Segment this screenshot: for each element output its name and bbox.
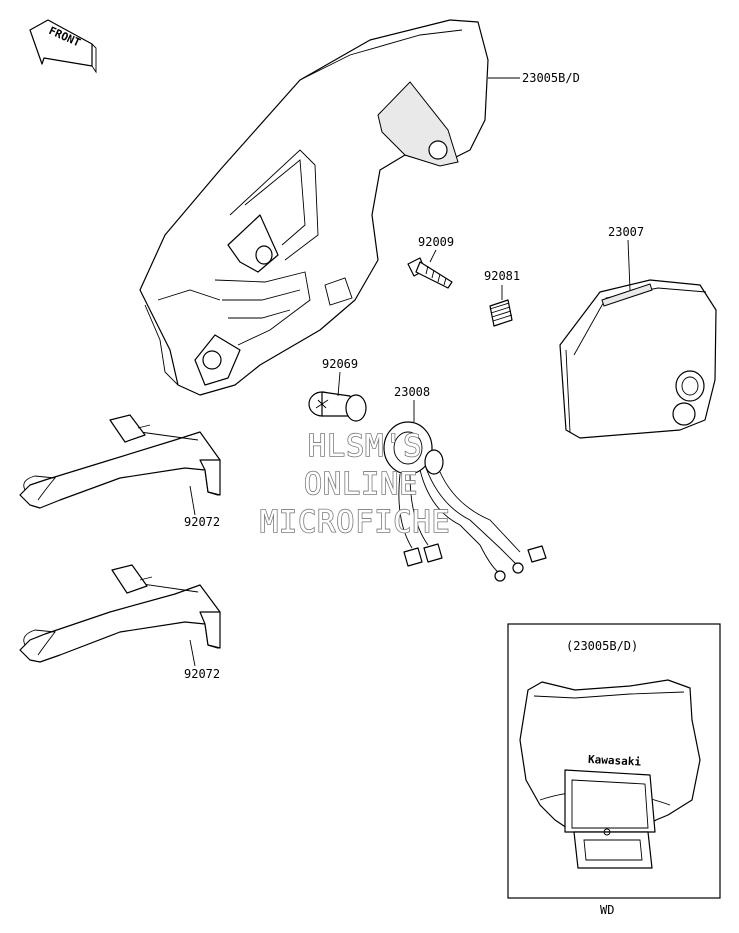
bulb-part — [308, 391, 367, 422]
callout-92072-lower: 92072 — [184, 667, 220, 681]
callout-92081: 92081 — [484, 269, 520, 283]
inset-brand: Kawasaki — [588, 753, 642, 769]
callout-92069: 92069 — [322, 357, 358, 371]
bracket-upper-part — [19, 414, 221, 509]
callout-23007: 23007 — [608, 225, 644, 239]
callout-92009: 92009 — [418, 235, 454, 249]
inset-title: (23005B/D) — [566, 639, 638, 653]
front-arrow-icon: FRONT — [29, 19, 97, 74]
callout-23005: 23005B/D — [522, 71, 580, 85]
watermark-line-3: MICROFICHE — [260, 505, 451, 540]
watermark-line-1: HLSM'S — [308, 429, 422, 464]
screw-part — [407, 257, 453, 289]
headlight-cover-part — [139, 19, 489, 396]
watermark-line-2: ONLINE — [304, 467, 418, 502]
callout-92072-upper: 92072 — [184, 515, 220, 529]
spring-part — [489, 299, 513, 327]
lens-unit-part — [559, 279, 717, 439]
bracket-lower-part — [19, 564, 221, 663]
inset-panel: (23005B/D) Kawasaki — [507, 623, 721, 899]
callout-23008: 23008 — [394, 385, 430, 399]
inset-caption: WD — [600, 903, 614, 917]
watermark: HLSM'S ONLINE MICROFICHE — [259, 428, 451, 541]
socket-part — [383, 421, 547, 582]
